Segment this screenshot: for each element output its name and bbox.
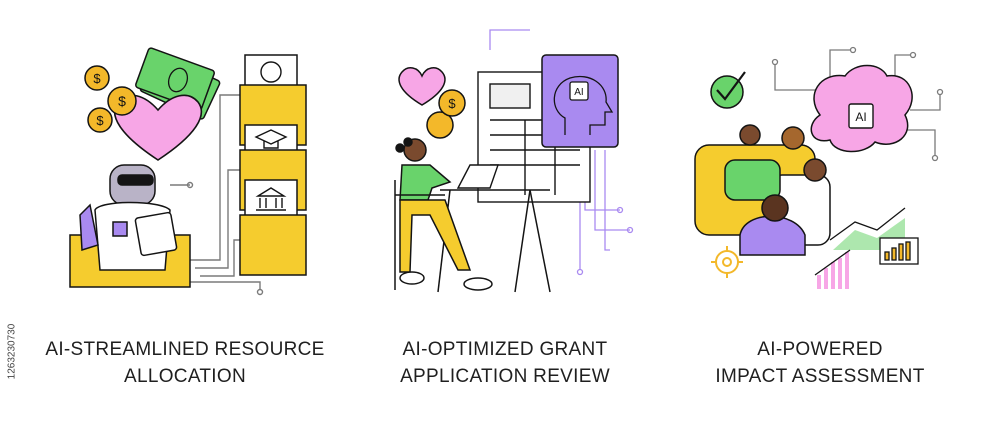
money-icon [135, 47, 221, 120]
caption-line-1: AI-POWERED [757, 339, 883, 360]
ai-head-card: AI [541, 54, 619, 148]
people-group [694, 124, 831, 256]
bank-icon [255, 187, 287, 211]
svg-text:$: $ [448, 96, 456, 111]
caption-line-1: AI-OPTIMIZED GRANT [402, 339, 608, 360]
globe-icon [260, 61, 282, 83]
folder-stack [239, 54, 307, 276]
caption-resource-allocation: AI-STREAMLINED RESOURCE ALLOCATION [20, 336, 350, 390]
svg-text:$: $ [93, 71, 101, 86]
panel-impact-assessment: AI [665, 0, 975, 428]
laptop-icon [456, 164, 499, 189]
stock-id: 1263230730 [3, 300, 19, 410]
coin-icon: $ $ $ [84, 65, 137, 133]
panel-grant-review: AI $ AI-OPTIMIZED GRA [350, 0, 660, 428]
ai-chip-label: AI [855, 110, 866, 124]
check-icon [710, 71, 746, 109]
svg-text:$: $ [96, 113, 104, 128]
caption-line-2: IMPACT ASSESSMENT [715, 366, 925, 387]
caption-line-1: AI-STREAMLINED RESOURCE [45, 339, 325, 360]
stock-id-text: 1263230730 [6, 323, 18, 380]
svg-text:$: $ [118, 93, 126, 109]
graduation-cap-icon [254, 129, 288, 149]
gear-icon [711, 246, 743, 278]
circuit-lines [771, 46, 944, 162]
growth-chart-icon [829, 207, 919, 265]
caption-impact-assessment: AI-POWERED IMPACT ASSESSMENT [665, 336, 975, 390]
grant-review-illustration: AI $ [394, 29, 634, 293]
heart-icon [398, 67, 446, 106]
panel-resource-allocation: $ $ $ AI-STREAMLINED RESOURCE [20, 0, 350, 428]
person-figure [394, 137, 493, 291]
caption-line-2: ALLOCATION [124, 366, 246, 387]
impact-assessment-illustration: AI [694, 46, 944, 289]
bar-chart-icon [814, 249, 851, 289]
coin-icon: $ [426, 89, 466, 139]
brain-icon: AI [810, 64, 913, 153]
ai-chip-label: AI [574, 87, 583, 98]
caption-grant-review: AI-OPTIMIZED GRANT APPLICATION REVIEW [350, 336, 660, 390]
resource-allocation-illustration: $ $ $ [69, 47, 307, 296]
heart-icon [113, 94, 203, 161]
caption-line-2: APPLICATION REVIEW [400, 366, 610, 387]
robot-figure [79, 164, 178, 271]
